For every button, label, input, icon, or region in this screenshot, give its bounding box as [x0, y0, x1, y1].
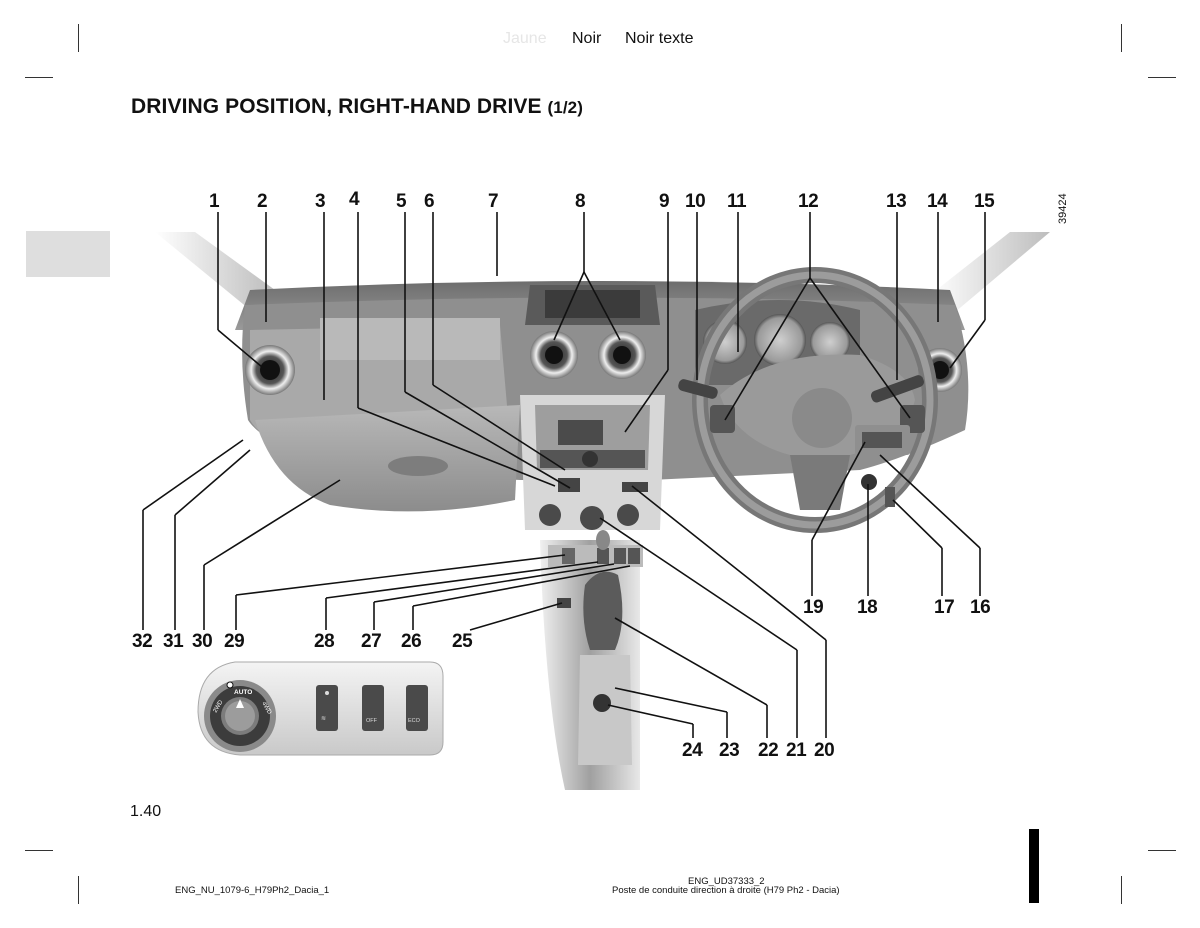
callout-11: 11: [727, 191, 747, 212]
callout-28: 28: [314, 631, 334, 652]
callout-21: 21: [786, 740, 807, 761]
callout-27: 27: [361, 631, 381, 652]
callout-9: 9: [659, 191, 669, 212]
callout-15: 15: [974, 191, 995, 212]
callout-8: 8: [575, 191, 585, 212]
page-title-main: DRIVING POSITION, RIGHT-HAND DRIVE: [131, 95, 542, 118]
callout-3: 3: [315, 191, 325, 212]
callout-32: 32: [132, 631, 152, 652]
callout-19: 19: [803, 597, 823, 618]
color-label-noir-texte: Noir texte: [625, 30, 694, 47]
callout-numbers: 1 2 3 4 5 6 7 8 9 10 11 12 13 14 15 32 3…: [132, 189, 996, 761]
svg-text:AUTO: AUTO: [234, 689, 252, 696]
callout-13: 13: [886, 191, 906, 212]
callout-18: 18: [857, 597, 877, 618]
callout-10: 10: [685, 191, 705, 212]
callout-22: 22: [758, 740, 778, 761]
svg-text:OFF: OFF: [366, 718, 378, 724]
crop-mark: [1148, 77, 1176, 78]
color-label-noir: Noir: [572, 30, 602, 47]
section-tab: [26, 231, 110, 277]
crop-mark: [1148, 850, 1176, 851]
callout-25: 25: [452, 631, 473, 652]
color-label-jaune: Jaune: [503, 30, 547, 47]
crop-mark: [1121, 24, 1122, 52]
section-marker-bar: [1029, 829, 1039, 903]
callout-1: 1: [209, 191, 220, 212]
callout-31: 31: [163, 631, 184, 652]
console-detail-panel: AUTO 2WD 4WD ≋ OFF ECO: [197, 661, 444, 756]
callout-2: 2: [257, 191, 267, 212]
crop-mark: [25, 850, 53, 851]
svg-text:≋: ≋: [321, 716, 326, 722]
callout-26: 26: [401, 631, 421, 652]
crop-mark: [25, 77, 53, 78]
callout-6: 6: [424, 191, 434, 212]
footer-left: ENG_NU_1079-6_H79Ph2_Dacia_1: [175, 885, 330, 896]
crop-mark: [78, 24, 79, 52]
callout-29: 29: [224, 631, 244, 652]
svg-text:ECO: ECO: [408, 718, 421, 724]
crop-mark: [78, 876, 79, 904]
callout-23: 23: [719, 740, 739, 761]
footer-center-line2: Poste de conduite direction à droite (H7…: [612, 885, 840, 896]
callout-14: 14: [927, 191, 948, 212]
callout-30: 30: [192, 631, 212, 652]
callout-16: 16: [970, 597, 990, 618]
callout-24: 24: [682, 740, 703, 761]
footer-center-line1: ENG_UD37333_2: [688, 876, 765, 887]
callout-12: 12: [798, 191, 818, 212]
callout-17: 17: [934, 597, 954, 618]
crop-mark: [1121, 876, 1122, 904]
callout-5: 5: [396, 191, 407, 212]
callout-7: 7: [488, 191, 498, 212]
page-title-part: (1/2): [547, 98, 583, 117]
callout-4: 4: [349, 189, 360, 210]
callout-20: 20: [814, 740, 834, 761]
page-title: DRIVING POSITION, RIGHT-HAND DRIVE (1/2): [131, 95, 583, 119]
page-number: 1.40: [130, 803, 162, 820]
